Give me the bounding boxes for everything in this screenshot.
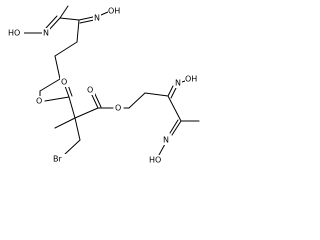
bond-c-c-oxime-bottom-a xyxy=(171,120,182,136)
atom-label-oh-top-right: OH xyxy=(108,7,120,16)
bond-c-o-carbonyl-right-a xyxy=(90,92,99,109)
bond-c-n-bottom-a xyxy=(170,87,177,99)
bond-quaternary-ch2 xyxy=(74,117,81,141)
bond-n-o-bottom-right xyxy=(181,80,186,83)
atom-label-o-ester-right: O xyxy=(115,104,121,113)
bond-quaternary-methyl xyxy=(54,117,76,129)
bond-chain-bottom-4 xyxy=(167,95,182,122)
bonds xyxy=(23,5,200,156)
atom-label-n-top-left: N xyxy=(43,29,49,38)
atom-label-oh-mid-right: OH xyxy=(185,75,197,84)
atom-label-n-bottom-right: N xyxy=(163,136,169,145)
bond-c-n-top-right-a xyxy=(78,16,94,21)
bond-quaternary-ester-right xyxy=(74,107,99,119)
bond-n-o-top-right xyxy=(100,11,109,16)
bond-chain-top-2 xyxy=(54,41,78,57)
bond-c-c-oxime-top xyxy=(59,17,80,21)
bond-n-o-bottom xyxy=(158,143,166,156)
bond-c-c-oxime-bottom-b xyxy=(169,119,179,134)
bond-chain-top-1 xyxy=(76,19,80,43)
atom-label-br: Br xyxy=(53,155,62,164)
bond-chain-bottom-3 xyxy=(144,92,169,97)
chemical-structure-diagram: HO N N OH O O O O Br N OH N HO xyxy=(8,5,201,165)
bond-methyl-top xyxy=(59,5,69,19)
bond-c-o-carbonyl-left-a xyxy=(64,85,70,98)
bond-c-quaternary-left xyxy=(68,96,76,119)
atom-label-o-carbonyl-right: O xyxy=(87,86,93,95)
bond-c-n-top-right-b xyxy=(79,19,95,24)
bond-c-o-carbonyl-right-b xyxy=(93,91,102,108)
atom-label-n-top-right: N xyxy=(94,14,100,23)
atom-label-o-ester-left: O xyxy=(36,97,42,106)
bond-o-c-ester-left xyxy=(44,96,70,102)
bond-c-n-top-left-b xyxy=(45,15,58,29)
bond-chain-bottom-2 xyxy=(128,92,146,109)
atom-labels: HO N N OH O O O O Br N OH N HO xyxy=(8,6,201,165)
bond-chain-top-3 xyxy=(54,55,61,80)
atom-label-ho-bottom-right: HO xyxy=(149,156,161,165)
atom-label-ho-top-left: HO xyxy=(8,29,20,38)
atom-label-n-mid-right: N xyxy=(175,79,181,88)
bond-ch2-br xyxy=(63,139,81,156)
atom-label-o-carbonyl-left: O xyxy=(61,78,67,87)
bond-chain-top-4 xyxy=(39,78,61,92)
bond-c-n-bottom-b xyxy=(167,85,174,97)
